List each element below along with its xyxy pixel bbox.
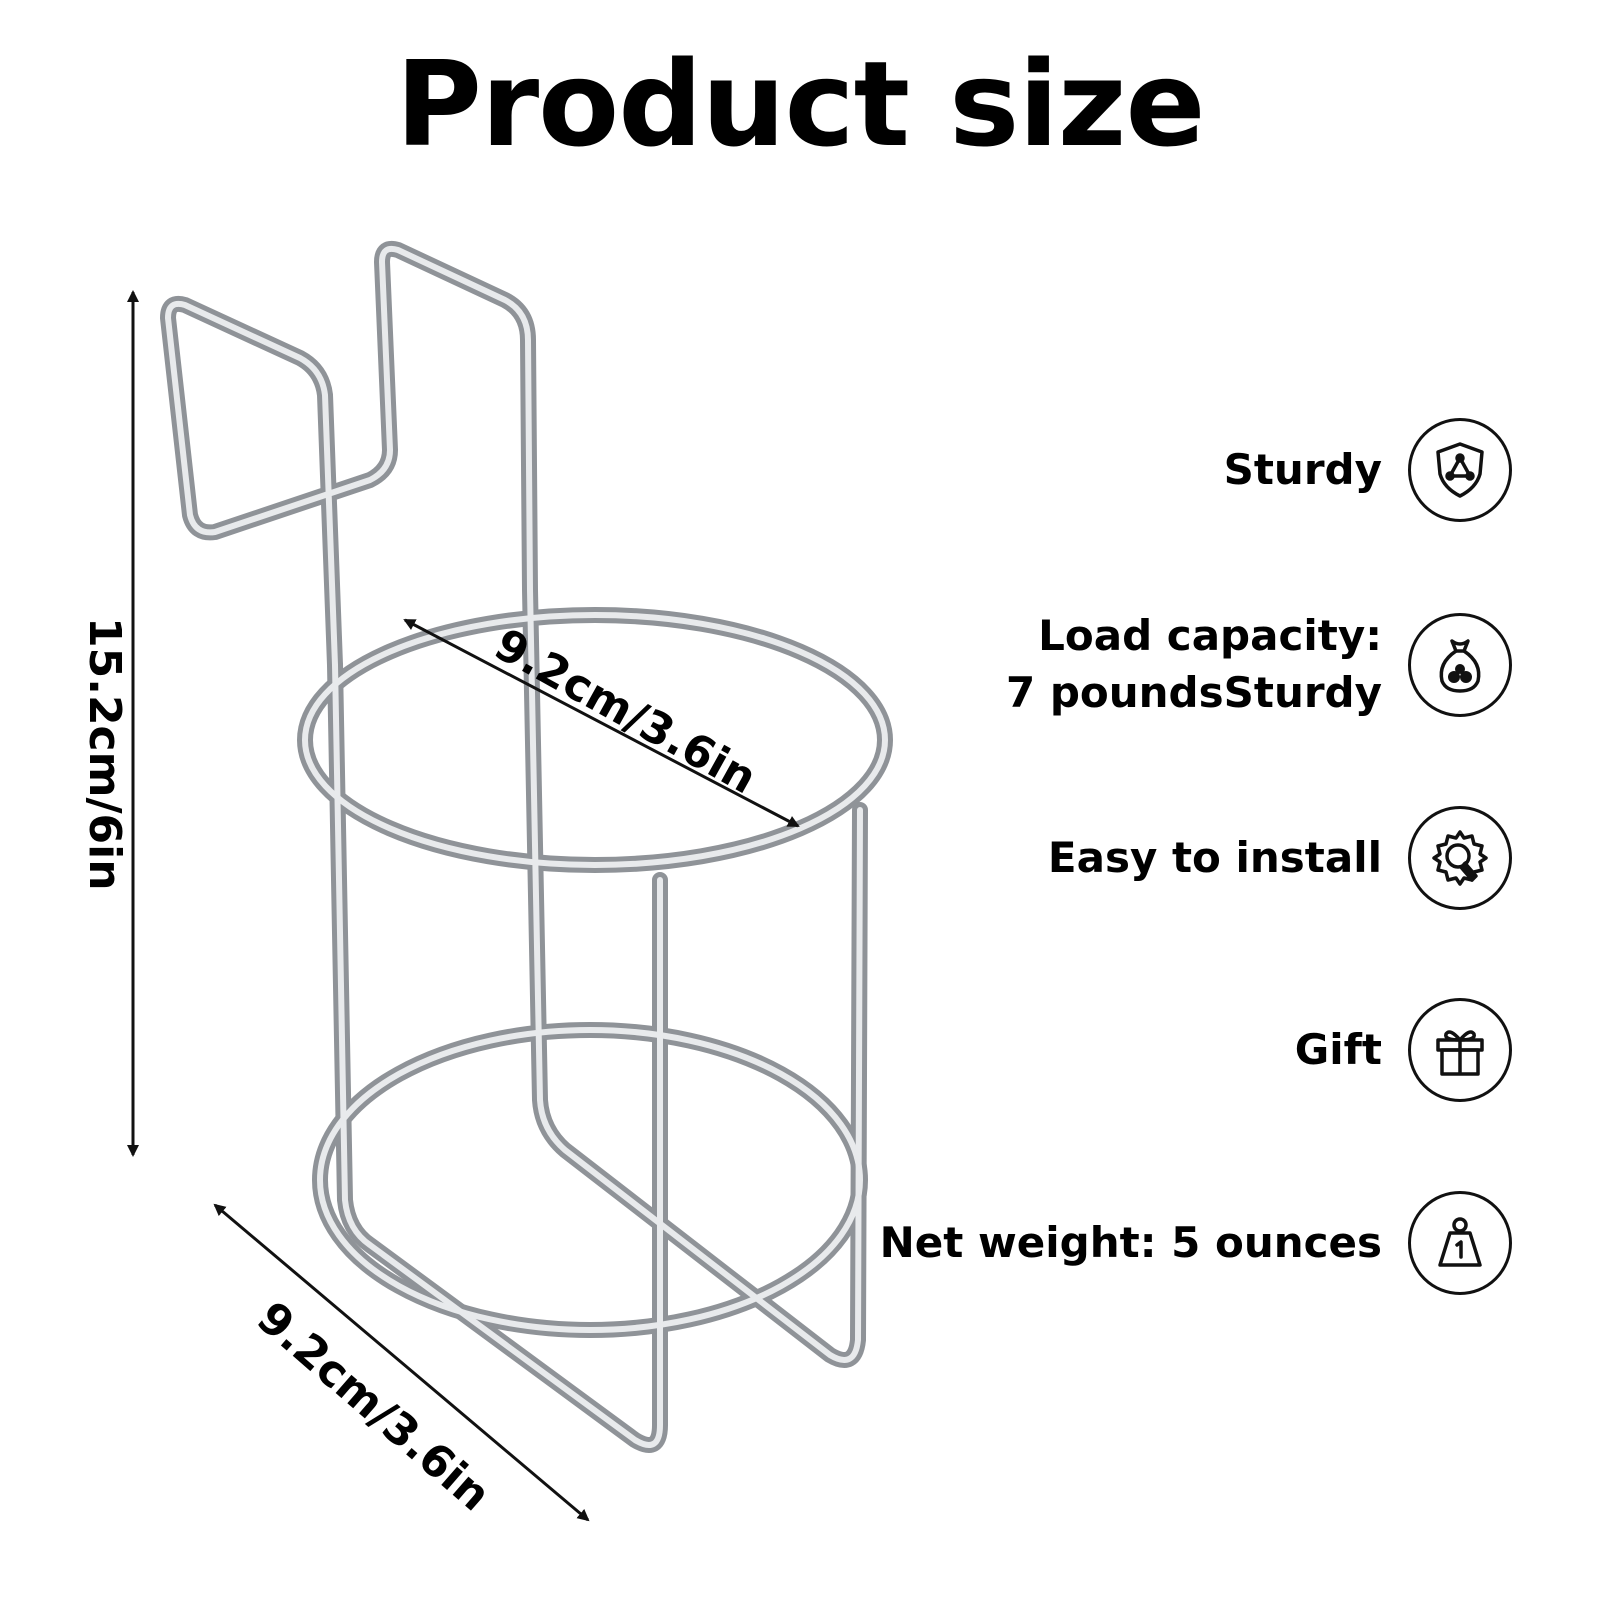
feature-sturdy: Sturdy <box>1224 415 1512 525</box>
gear-wrench-icon <box>1408 806 1512 910</box>
feature-label: Gift <box>1294 1024 1382 1074</box>
feature-label: Load capacity: 7 poundsSturdy <box>1006 608 1382 721</box>
feature-label-line1: Load capacity: <box>1038 611 1382 661</box>
feature-gift: Gift <box>1295 995 1512 1105</box>
page-title: Product size <box>395 35 1205 173</box>
feature-label-line2: 7 poundsSturdy <box>1005 668 1382 717</box>
weight-icon <box>1408 1191 1512 1295</box>
gift-icon <box>1408 998 1512 1102</box>
feature-easy-install: Easy to install <box>1048 803 1512 913</box>
feature-net-weight: Net weight: 5 ounces <box>880 1188 1512 1298</box>
top-diameter-dimension-arrow <box>403 618 800 828</box>
weight-bag-icon <box>1408 613 1512 717</box>
shield-icon <box>1408 418 1512 522</box>
feature-label: Easy to install <box>1047 832 1382 882</box>
feature-load-capacity: Load capacity: 7 poundsSturdy <box>1006 610 1512 720</box>
bottom-width-dimension-arrow <box>213 1203 590 1522</box>
height-label: 15.2cm/6in <box>79 617 130 891</box>
feature-label: Net weight: 5 ounces <box>879 1217 1382 1267</box>
feature-label: Sturdy <box>1223 444 1382 494</box>
